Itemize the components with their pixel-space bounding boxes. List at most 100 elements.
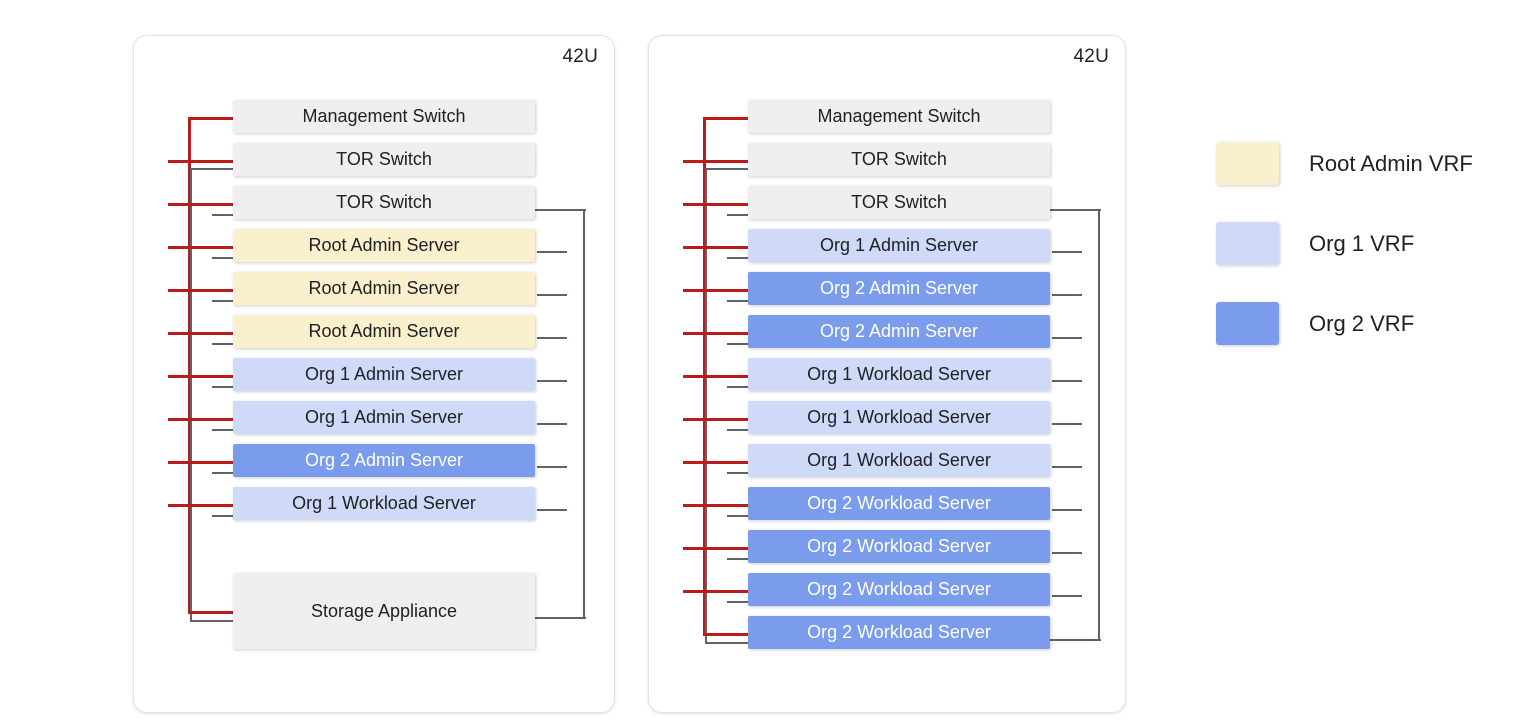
rack-unit-2-6[interactable]: Org 1 Workload Server — [748, 358, 1050, 391]
network-cable-left-r2-u9 — [727, 514, 748, 517]
network-cable-right-r2-u6 — [1052, 379, 1082, 382]
network-cable-left-r2-u8 — [727, 471, 748, 474]
network-cable-left-r1-u2 — [212, 213, 233, 216]
network-cable-right-r1-u7 — [537, 422, 567, 425]
network-cable-left-r1-u5 — [212, 342, 233, 345]
network-cable-left-r2-u12 — [705, 641, 748, 644]
power-cable-r2-u8 — [683, 460, 748, 464]
rack-unit-2-5[interactable]: Org 2 Admin Server — [748, 315, 1050, 348]
power-cable-r1-u3 — [168, 245, 233, 249]
network-cable-left-r1-u1 — [190, 167, 233, 170]
legend-swatch-org2 — [1216, 302, 1279, 345]
power-cable-r2-u9 — [683, 503, 748, 507]
power-cable-r2-u5 — [683, 331, 748, 335]
power-trunk-1 — [188, 116, 191, 611]
rack-unit-1-0[interactable]: Management Switch — [233, 100, 535, 133]
network-cable-left-r1-u8 — [212, 471, 233, 474]
legend-swatch-org1 — [1216, 222, 1279, 265]
network-cable-left-r2-u6 — [727, 385, 748, 388]
rack-unit-1-7[interactable]: Org 1 Admin Server — [233, 401, 535, 434]
network-cable-left-r1-u3 — [212, 256, 233, 259]
network-cable-right-r1-u10 — [535, 617, 586, 619]
power-cable-r2-u11 — [683, 589, 748, 593]
network-cable-right-r1-u3 — [537, 250, 567, 253]
legend-item-2: Org 2 VRF — [1216, 302, 1414, 345]
power-cable-r1-u1 — [168, 159, 233, 163]
power-cable-r1-u4 — [168, 288, 233, 292]
power-cable-r2-u10 — [683, 546, 748, 550]
power-cable-r1-u0 — [188, 116, 233, 120]
network-trunk-left-2 — [705, 167, 707, 642]
rack-unit-2-1[interactable]: TOR Switch — [748, 143, 1050, 176]
power-cable-r1-u10 — [188, 611, 233, 614]
network-cable-left-r2-u10 — [727, 557, 748, 560]
legend-label-org2: Org 2 VRF — [1309, 310, 1415, 336]
rack-capacity-label-2: 42U — [1073, 46, 1109, 67]
power-cable-r2-u1 — [683, 159, 748, 163]
power-cable-r2-u12 — [703, 632, 748, 636]
power-cable-r2-u0 — [703, 116, 748, 120]
network-cable-right-r2-u5 — [1052, 336, 1082, 339]
rack-unit-1-6[interactable]: Org 1 Admin Server — [233, 358, 535, 391]
legend-item-0: Root Admin VRF — [1216, 142, 1473, 185]
rack-unit-1-2[interactable]: TOR Switch — [233, 186, 535, 219]
network-cable-left-r2-u2 — [727, 213, 748, 216]
rack-unit-2-7[interactable]: Org 1 Workload Server — [748, 401, 1050, 434]
network-cable-left-r1-u10 — [190, 620, 233, 622]
network-cable-left-r2-u3 — [727, 256, 748, 259]
network-cable-left-r2-u4 — [727, 299, 748, 302]
network-cable-right-r2-u8 — [1052, 465, 1082, 468]
network-cable-right-r2-u9 — [1052, 508, 1082, 511]
rack-unit-2-8[interactable]: Org 1 Workload Server — [748, 444, 1050, 477]
power-cable-r2-u7 — [683, 417, 748, 421]
network-cable-left-r2-u1 — [705, 167, 748, 170]
network-cable-right-r1-u5 — [537, 336, 567, 339]
power-cable-r1-u9 — [168, 503, 233, 507]
network-cable-right-r2-u11 — [1052, 594, 1082, 597]
power-cable-r1-u7 — [168, 417, 233, 421]
rack-unit-1-4[interactable]: Root Admin Server — [233, 272, 535, 305]
network-cable-left-r1-u6 — [212, 385, 233, 388]
legend-swatch-root — [1216, 142, 1279, 185]
power-cable-r1-u8 — [168, 460, 233, 464]
network-cable-right-r2-u4 — [1052, 293, 1082, 296]
network-cable-left-r1-u7 — [212, 428, 233, 431]
network-cable-right-r2-u2 — [1050, 208, 1101, 211]
rack-unit-2-3[interactable]: Org 1 Admin Server — [748, 229, 1050, 262]
network-trunk-right-1 — [583, 208, 585, 617]
rack-unit-2-10[interactable]: Org 2 Workload Server — [748, 530, 1050, 563]
rack-unit-2-4[interactable]: Org 2 Admin Server — [748, 272, 1050, 305]
rack-unit-1-3[interactable]: Root Admin Server — [233, 229, 535, 262]
network-cable-left-r1-u9 — [212, 514, 233, 517]
rack-capacity-label-1: 42U — [562, 46, 598, 67]
power-cable-r2-u2 — [683, 202, 748, 206]
power-cable-r2-u3 — [683, 245, 748, 249]
rack-unit-1-9[interactable]: Org 1 Workload Server — [233, 487, 535, 520]
rack-unit-1-5[interactable]: Root Admin Server — [233, 315, 535, 348]
rack-unit-2-2[interactable]: TOR Switch — [748, 186, 1050, 219]
network-cable-right-r2-u3 — [1052, 250, 1082, 253]
power-cable-r1-u5 — [168, 331, 233, 335]
rack-unit-2-11[interactable]: Org 2 Workload Server — [748, 573, 1050, 606]
network-cable-right-r2-u10 — [1052, 551, 1082, 554]
legend-label-org1: Org 1 VRF — [1309, 230, 1415, 256]
rack-unit-1-10[interactable]: Storage Appliance — [233, 573, 535, 649]
power-cable-r2-u4 — [683, 288, 748, 292]
legend-label-root: Root Admin VRF — [1309, 150, 1473, 176]
network-cable-right-r2-u12 — [1050, 638, 1101, 641]
network-cable-right-r1-u8 — [537, 465, 567, 468]
rack-unit-2-0[interactable]: Management Switch — [748, 100, 1050, 133]
network-cable-right-r1-u4 — [537, 293, 567, 296]
power-cable-r2-u6 — [683, 374, 748, 378]
network-cable-left-r2-u7 — [727, 428, 748, 431]
network-cable-left-r1-u4 — [212, 299, 233, 302]
network-cable-right-r2-u7 — [1052, 422, 1082, 425]
rack-unit-2-12[interactable]: Org 2 Workload Server — [748, 616, 1050, 649]
network-cable-left-r2-u11 — [727, 600, 748, 603]
rack-unit-1-1[interactable]: TOR Switch — [233, 143, 535, 176]
legend-item-1: Org 1 VRF — [1216, 222, 1414, 265]
network-cable-right-r1-u6 — [537, 379, 567, 382]
rack-unit-1-8[interactable]: Org 2 Admin Server — [233, 444, 535, 477]
rack-unit-2-9[interactable]: Org 2 Workload Server — [748, 487, 1050, 520]
